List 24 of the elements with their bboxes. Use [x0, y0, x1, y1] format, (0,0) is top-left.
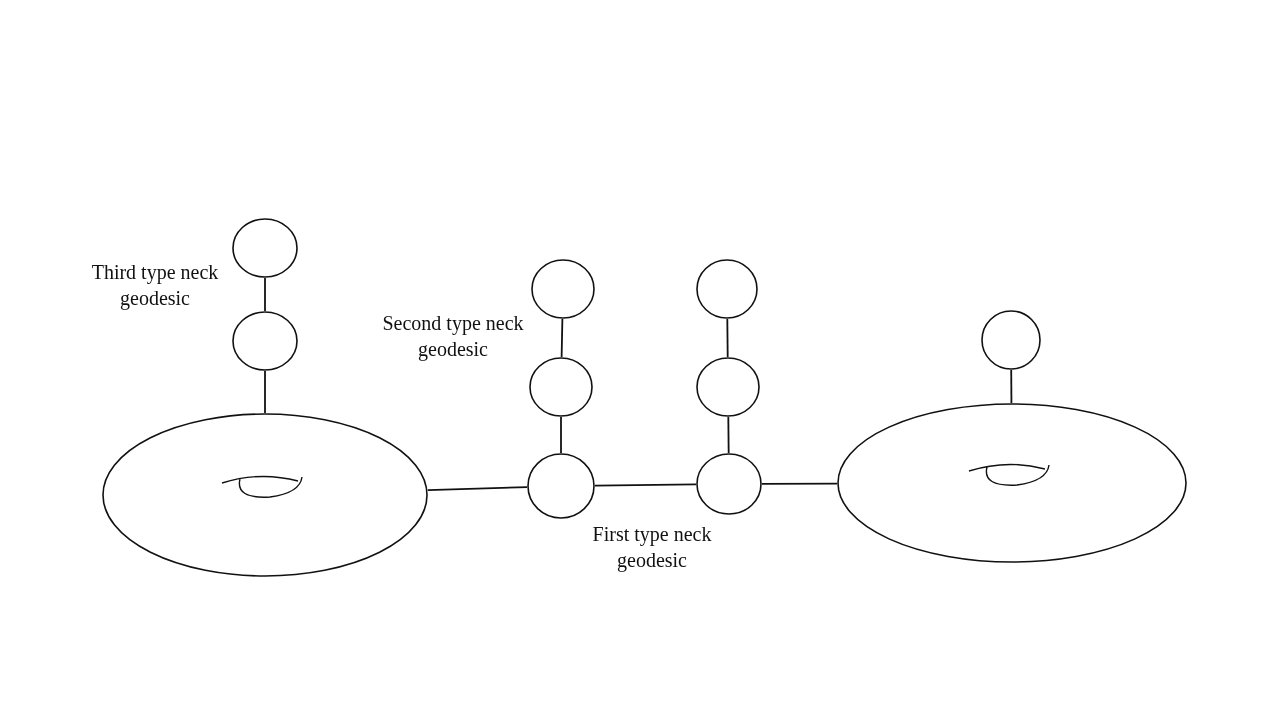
neck-line: [761, 482, 838, 485]
circle-shape: [696, 453, 762, 515]
neck-line: [264, 370, 266, 414]
circle-shape: [232, 218, 298, 278]
neck-label: First type neck geodesic: [591, 522, 713, 573]
circle-shape: [527, 453, 595, 519]
neck-line: [726, 318, 729, 358]
neck-line: [560, 318, 564, 358]
circle-shape: [232, 311, 298, 371]
neck-label: Second type neck geodesic: [381, 311, 525, 362]
circle-shape: [696, 259, 758, 319]
neck-label: Third type neck geodesic: [90, 260, 220, 311]
neck-line: [1010, 369, 1013, 404]
neck-line: [560, 416, 562, 454]
circle-shape: [531, 259, 595, 319]
circle-shape: [696, 357, 760, 417]
neck-line: [264, 277, 266, 312]
neck-line: [426, 486, 528, 491]
neck-line: [594, 483, 697, 487]
torus-drawing: [837, 403, 1187, 563]
circle-shape: [981, 310, 1041, 370]
torus-drawing: [102, 413, 428, 577]
neck-line: [727, 416, 730, 454]
circle-shape: [529, 357, 593, 417]
